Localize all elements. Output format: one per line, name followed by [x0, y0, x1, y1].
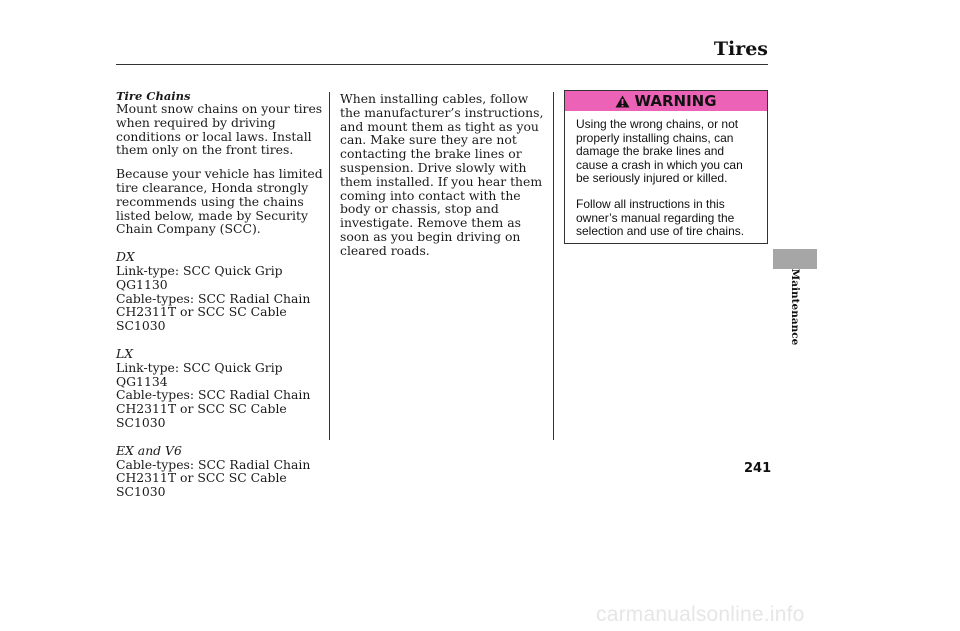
page-number: 241 [744, 461, 772, 476]
chain-line: Cable-types: SCC Radial Chain [116, 290, 311, 306]
left-column: Tire Chains Mount snow chains on your ti… [116, 89, 324, 500]
watermark: carmanualsonline.info [596, 603, 805, 626]
installation-paragraph: When installing cables, follow the manuf… [340, 91, 544, 258]
clearance-paragraph: Because your vehicle has limited tire cl… [116, 166, 323, 237]
section-label-text: Maintenance [789, 268, 801, 346]
header-rule [116, 64, 768, 65]
warning-paragraph: Follow all instructions in this owner’s … [576, 196, 745, 239]
section-side-label: Maintenance [784, 269, 806, 346]
chain-line: CH2311T or SCC SC Cable SC1030 [116, 470, 287, 500]
trim-name: EX and V6 [116, 442, 182, 458]
warning-banner: WARNING [565, 91, 767, 111]
warning-triangle-icon [615, 95, 630, 107]
warning-box: WARNING Using the wrong chains, or not p… [564, 90, 768, 244]
intro-paragraph: Mount snow chains on your tires when req… [116, 101, 323, 158]
column-divider [553, 92, 554, 440]
chain-line: Link-type: SCC Quick Grip QG1134 [116, 359, 283, 389]
middle-column: When installing cables, follow the manuf… [340, 92, 550, 268]
warning-body: Using the wrong chains, or not properly … [565, 111, 767, 239]
section-heading: Tire Chains [116, 89, 191, 103]
trim-lx: LX Link-type: SCC Quick Grip QG1134 Cabl… [116, 347, 324, 430]
trim-name: DX [116, 249, 135, 265]
section-tab [773, 249, 817, 269]
chain-line: Cable-types: SCC Radial Chain [116, 387, 311, 403]
page-title: Tires [713, 38, 768, 60]
trim-name: LX [116, 345, 134, 361]
trim-ex-v6: EX and V6 Cable-types: SCC Radial Chain … [116, 442, 324, 500]
warning-label: WARNING [634, 92, 717, 110]
trim-dx: DX Link-type: SCC Quick Grip QG1130 Cabl… [116, 250, 324, 333]
warning-paragraph: Using the wrong chains, or not properly … [576, 117, 743, 186]
chain-line: Link-type: SCC Quick Grip QG1130 [116, 262, 283, 292]
chain-line: Cable-types: SCC Radial Chain [116, 456, 311, 472]
chain-line: CH2311T or SCC SC Cable SC1030 [116, 401, 287, 430]
chain-line: CH2311T or SCC SC Cable SC1030 [116, 304, 287, 334]
column-divider [329, 92, 330, 440]
